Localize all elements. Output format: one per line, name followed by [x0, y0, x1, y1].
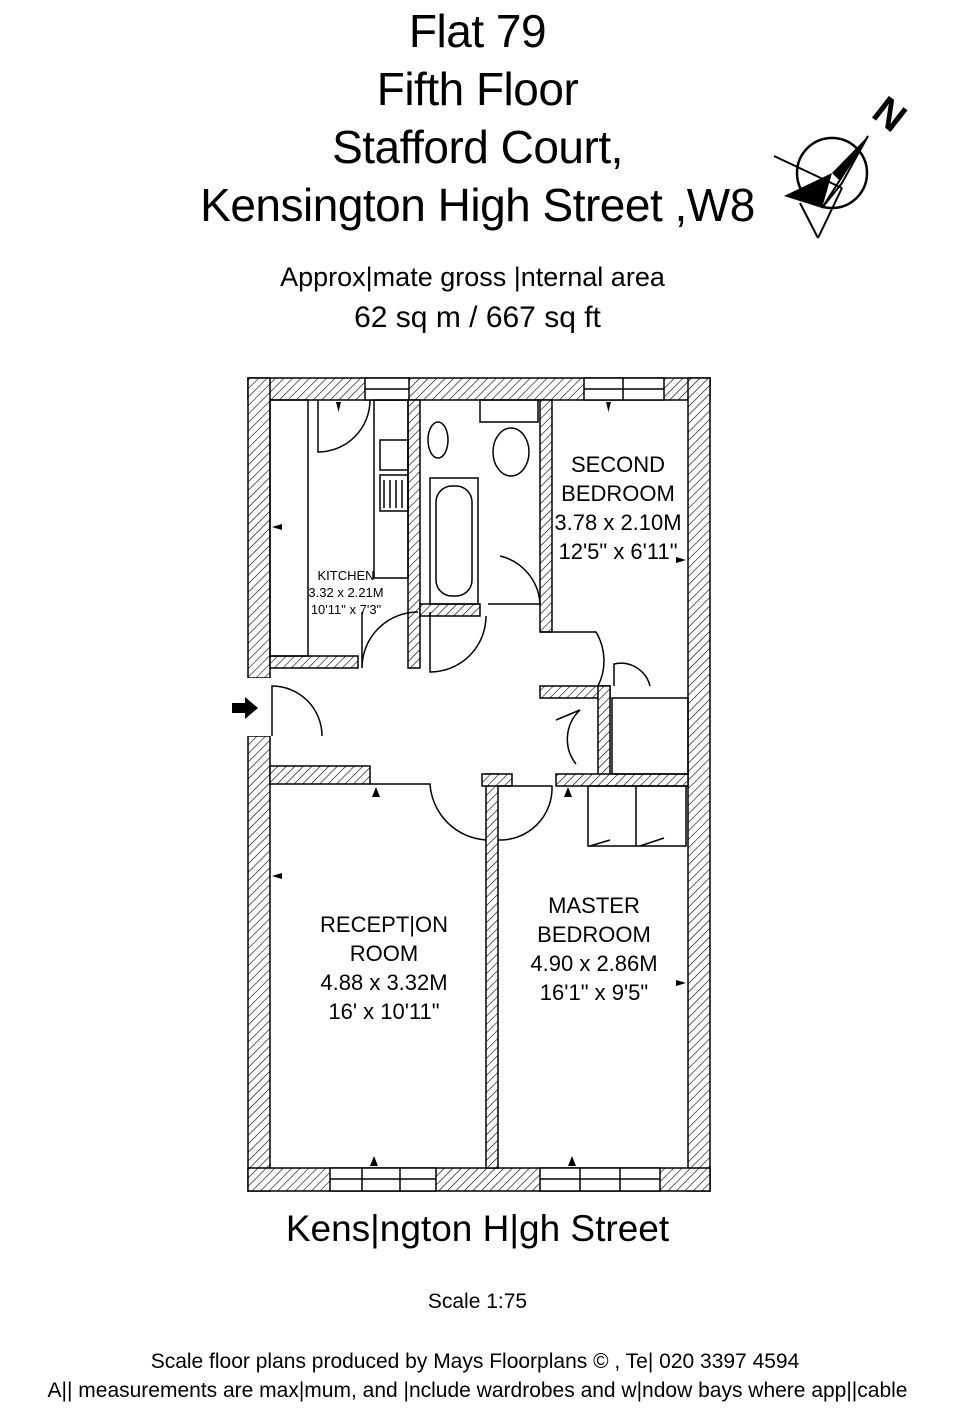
room-kitchen: KITCHEN 3.32 x 2.21M 10'11" x 7'3"	[308, 568, 383, 617]
footer-line-2: A|| measurements are max|mum, and |nclud…	[47, 1379, 908, 1402]
room-master-bedroom: MASTER BEDROOM 4.90 x 2.86M 16'1" x 9'5"	[530, 893, 657, 1005]
title-building: Stafford Court,	[332, 121, 623, 173]
kitchen-name: KITCHEN	[317, 568, 374, 583]
second-bedroom-name-1: SECOND	[571, 452, 665, 477]
window-markers	[272, 402, 686, 1166]
reception-name-2: ROOM	[350, 941, 418, 966]
title-floor: Fifth Floor	[376, 63, 579, 115]
windows	[329, 377, 665, 1192]
master-bedroom-metric: 4.90 x 2.86M	[530, 951, 657, 976]
room-second-bedroom: SECOND BEDROOM 3.78 x 2.10M 12'5" x 6'11…	[554, 452, 681, 564]
area-label: Approx|mate gross |nternal area	[280, 262, 665, 292]
room-reception: RECEPT|ON ROOM 4.88 x 3.32M 16' x 10'11"	[320, 912, 448, 1024]
footer-line-1: Scale floor plans produced by Mays Floor…	[150, 1350, 800, 1373]
master-bedroom-imperial: 16'1" x 9'5"	[540, 980, 648, 1005]
master-bedroom-name-1: MASTER	[548, 893, 640, 918]
title-street: Kensington High Street ,W8	[200, 179, 755, 231]
title-flat: Flat 79	[408, 5, 547, 57]
interior-walls	[269, 399, 689, 1169]
second-bedroom-metric: 3.78 x 2.10M	[554, 510, 681, 535]
reception-imperial: 16' x 10'11"	[328, 999, 439, 1024]
reception-metric: 4.88 x 3.32M	[320, 970, 447, 995]
fixtures	[269, 399, 689, 847]
street-label: Kens|ngton H|gh Street	[285, 1208, 670, 1249]
scale-label: Scale 1:75	[427, 1290, 528, 1313]
reception-name-1: RECEPT|ON	[320, 912, 448, 937]
second-bedroom-imperial: 12'5" x 6'11"	[558, 539, 677, 564]
kitchen-metric: 3.32 x 2.21M	[308, 585, 383, 600]
second-bedroom-name-2: BEDROOM	[561, 481, 675, 506]
doors	[271, 399, 665, 847]
master-bedroom-name-2: BEDROOM	[537, 922, 651, 947]
area-value: 62 sq m / 667 sq ft	[354, 301, 601, 334]
north-arrow-icon: N	[773, 88, 914, 239]
entrance-arrow-icon	[232, 697, 258, 719]
kitchen-imperial: 10'11" x 7'3"	[311, 602, 382, 617]
